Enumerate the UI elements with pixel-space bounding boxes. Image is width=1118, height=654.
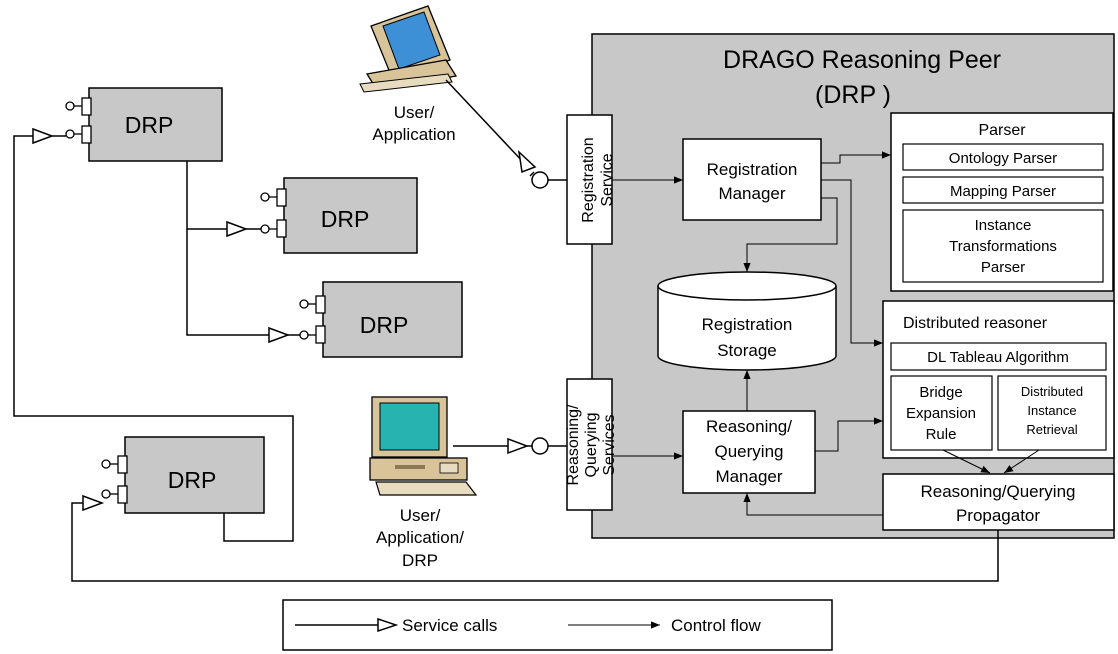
bridge-rule-line1: Bridge bbox=[919, 384, 962, 401]
instance-retrieval-line3: Retrieval bbox=[1026, 422, 1077, 437]
legend bbox=[282, 599, 833, 651]
drp-4-label: DRP bbox=[168, 467, 217, 493]
drp-3-label: DRP bbox=[360, 312, 409, 338]
bottom-client-label-line3: DRP bbox=[402, 551, 438, 570]
remote-drp-4: DRP bbox=[101, 436, 265, 514]
bridge-rule-line3: Rule bbox=[926, 426, 957, 443]
remote-drp-2: DRP bbox=[260, 177, 418, 254]
propagator-line2: Propagator bbox=[956, 506, 1040, 525]
drp-2-label: DRP bbox=[321, 206, 370, 232]
legend-control-flow: Control flow bbox=[671, 616, 761, 635]
user-application-computer-icon bbox=[359, 5, 458, 93]
registration-manager-box bbox=[682, 138, 822, 221]
instance-retrieval-line1: Distributed bbox=[1021, 384, 1083, 399]
ontology-parser-label: Ontology Parser bbox=[949, 150, 1057, 167]
registration-service-box bbox=[566, 114, 613, 245]
bridge-rule-line2: Expansion bbox=[906, 405, 976, 422]
top-client-label-line1: User/ bbox=[394, 103, 435, 122]
reasoning-manager-line2: Querying bbox=[715, 442, 784, 461]
reasoning-services-line2: Querying bbox=[583, 413, 600, 478]
parser-title: Parser bbox=[978, 122, 1026, 139]
reasoning-querying-manager-box bbox=[682, 410, 816, 494]
dl-tableau-label: DL Tableau Algorithm bbox=[927, 349, 1069, 366]
reasoning-services-line3: Services bbox=[601, 414, 618, 475]
instance-retrieval-line2: Instance bbox=[1027, 403, 1076, 418]
reasoning-querying-services-box bbox=[566, 378, 613, 511]
user-application-drp-computer-icon bbox=[369, 396, 478, 496]
remote-drp-1: DRP bbox=[65, 87, 223, 162]
propagator-line1: Reasoning/Querying bbox=[921, 482, 1076, 501]
top-client-service-call bbox=[445, 79, 567, 189]
instance-parser-line3: Parser bbox=[981, 259, 1025, 276]
remote-drp-3: DRP bbox=[299, 281, 463, 358]
peer-subtitle: (DRP ) bbox=[815, 81, 891, 109]
bottom-client-label-line2: Application/ bbox=[376, 528, 464, 547]
registration-storage-line1: Registration bbox=[702, 315, 793, 334]
instance-parser-line2: Transformations bbox=[949, 238, 1057, 255]
bottom-client-service-call bbox=[453, 437, 567, 455]
peer-title: DRAGO Reasoning Peer bbox=[723, 46, 1001, 74]
instance-parser-line1: Instance bbox=[975, 217, 1032, 234]
top-client-label-line2: Application bbox=[372, 125, 455, 144]
reasoning-services-line1: Reasoning/ bbox=[565, 404, 582, 486]
registration-storage-line2: Storage bbox=[717, 341, 777, 360]
parser-component bbox=[890, 112, 1114, 292]
distributed-reasoner-title: Distributed reasoner bbox=[903, 315, 1048, 332]
registration-service-line2: Service bbox=[599, 153, 616, 206]
control-flow-arrows bbox=[612, 151, 1040, 516]
legend-service-calls: Service calls bbox=[402, 616, 497, 635]
reasoning-querying-propagator-box bbox=[882, 473, 1115, 531]
reasoning-manager-line1: Reasoning/ bbox=[706, 417, 792, 436]
drp-1-label: DRP bbox=[125, 112, 174, 138]
registration-manager-line2: Manager bbox=[718, 184, 785, 203]
reasoning-manager-line3: Manager bbox=[715, 467, 782, 486]
distributed-reasoner-component bbox=[882, 300, 1115, 459]
mapping-parser-label: Mapping Parser bbox=[950, 183, 1056, 200]
registration-manager-line1: Registration bbox=[707, 160, 798, 179]
bottom-client-label-line1: User/ bbox=[400, 506, 441, 525]
service-call-arrowheads bbox=[32, 127, 300, 512]
registration-service-line1: Registration bbox=[580, 137, 597, 222]
drp-service-links bbox=[13, 135, 999, 582]
registration-storage-cylinder bbox=[657, 271, 837, 371]
